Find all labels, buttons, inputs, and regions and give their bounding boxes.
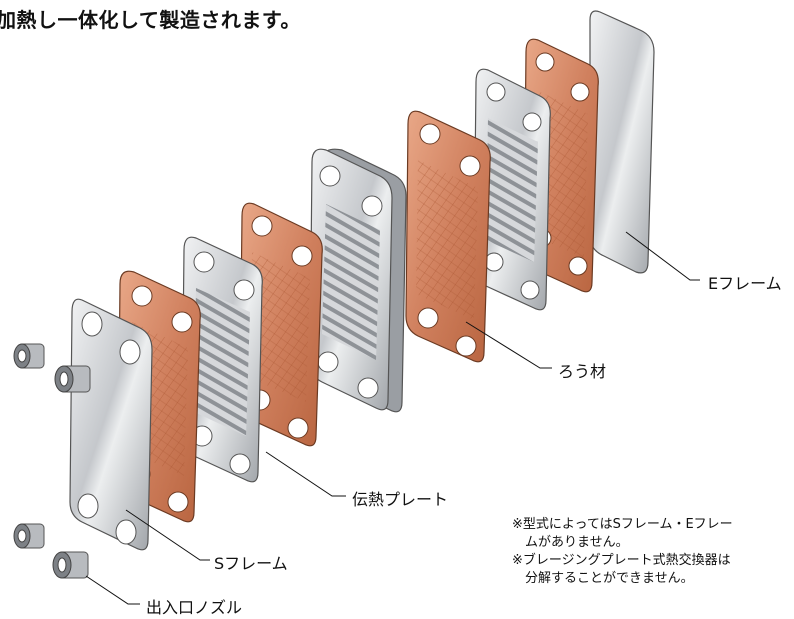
plate-pack	[309, 148, 407, 413]
nozzle-top-right	[54, 365, 91, 393]
leader-heat-transfer-plate	[265, 451, 346, 497]
s-frame	[69, 298, 153, 551]
nozzle-bottom-right	[52, 551, 89, 579]
label-heat-transfer-plate: 伝熱プレート	[352, 490, 449, 509]
footnote-line: ※型式によってはSフレーム・Eフレー	[512, 517, 733, 532]
label-s-frame: Sフレーム	[214, 554, 288, 573]
diagram-caption: 加熱し一体化して製造されます。	[0, 8, 301, 32]
leader-e-frame	[625, 231, 700, 281]
leader-lines	[85, 231, 700, 605]
brazing-sheet-middle	[405, 110, 491, 363]
label-e-frame: Eフレーム	[708, 274, 782, 293]
footnote-line: 分解することができません。	[512, 571, 694, 586]
leader-nozzles	[85, 575, 140, 605]
leader-brazing-material	[465, 321, 552, 369]
nozzle-top-left	[13, 343, 45, 369]
brazing-sheet-front-middle	[239, 202, 323, 447]
label-brazing-material: ろう材	[558, 362, 607, 381]
label-nozzles: 出入口ノズル	[146, 598, 243, 617]
footnote-line: ※ブレージングプレート式熱交換器は	[512, 553, 731, 568]
nozzle-bottom-left	[13, 523, 45, 549]
leader-s-frame	[125, 509, 210, 561]
footnotes: ※型式によってはSフレーム・Eフレー ムがありません。 ※ブレージングプレート式…	[512, 516, 733, 588]
e-frame	[589, 10, 655, 274]
footnote-line: ムがありません。	[512, 535, 629, 550]
heat-transfer-plate-rear	[473, 68, 551, 311]
nozzles	[13, 343, 91, 579]
heat-transfer-plate-front	[181, 236, 263, 483]
